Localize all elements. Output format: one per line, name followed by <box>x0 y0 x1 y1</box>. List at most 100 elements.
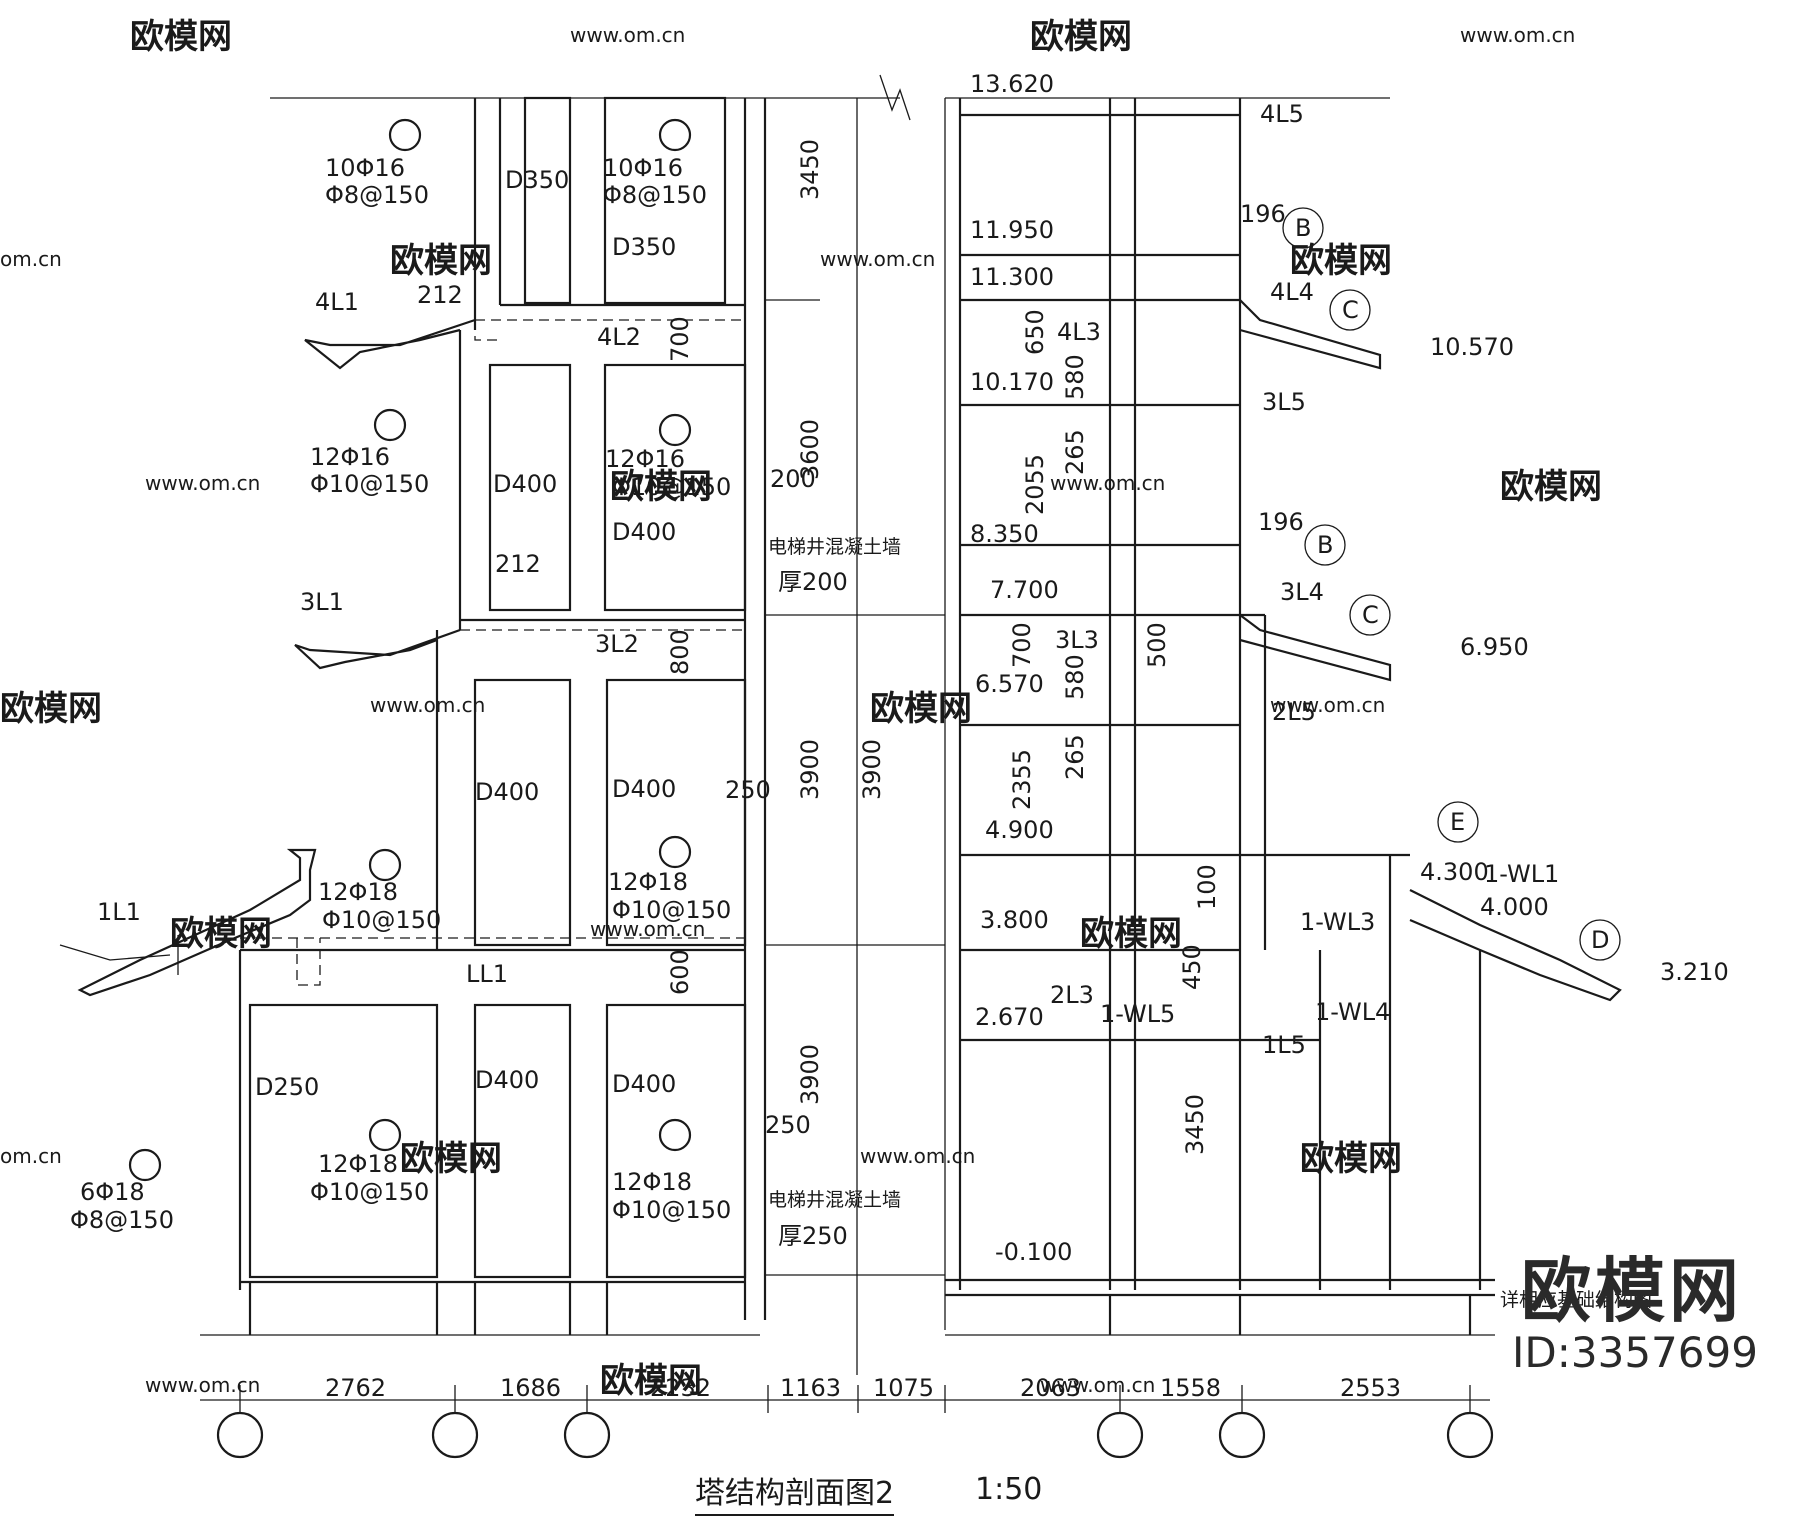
brand-logo: 欧模网 <box>1521 1250 1743 1333</box>
dim-text: 2762 <box>325 1374 386 1402</box>
beam-label: 4L2 <box>597 323 641 351</box>
rebar-main: 12Φ18 <box>318 878 398 906</box>
beam-label: 4L3 <box>1057 318 1101 346</box>
elevation: 8.350 <box>970 520 1039 548</box>
elevation: 6.950 <box>1460 633 1529 661</box>
rebar-main: 12Φ16 <box>605 445 685 473</box>
watermark-url: www.om.cn <box>570 23 685 47</box>
note: 电梯井混凝土墙 <box>768 536 901 558</box>
beam-label: 3L1 <box>300 588 344 616</box>
rebar-main: 12Φ18 <box>608 868 688 896</box>
watermark-url: www.om.cn <box>1460 23 1575 47</box>
dim-text: 500 <box>1143 622 1171 668</box>
watermark-url: www.om.cn <box>590 917 705 941</box>
size-label: D400 <box>475 778 539 806</box>
dim-text: 3600 <box>796 419 824 480</box>
beam-label: 4L4 <box>1270 278 1314 306</box>
beam-label: 3L2 <box>595 630 639 658</box>
size-label: 212 <box>495 550 541 578</box>
watermark: 欧模网 <box>130 17 232 57</box>
dim-text: 1075 <box>873 1374 934 1402</box>
elevation: 3.210 <box>1660 958 1729 986</box>
callout-label: B <box>1317 531 1333 559</box>
beam-labels: 4L1 4L2 3L1 3L2 1L1 LL1 4L5 4L4 4L3 3L5 … <box>97 100 1559 1059</box>
watermark: 欧模网 <box>610 467 712 507</box>
size-label: D400 <box>493 470 557 498</box>
watermark: 欧模网 <box>600 1361 702 1401</box>
dim-text: 2063 <box>1020 1374 1081 1402</box>
dim-text: 650 <box>1021 309 1049 355</box>
elevation: 10.570 <box>1430 333 1514 361</box>
beam-label: 4L5 <box>1260 100 1304 128</box>
rebar-stirrup: Φ10@150 <box>310 470 429 498</box>
rebar-main: 12Φ18 <box>318 1150 398 1178</box>
watermark-url: www.om.cn <box>820 247 935 271</box>
drawing-scale: 1:50 <box>975 1472 1043 1507</box>
dim-text: 580 <box>1061 354 1089 400</box>
elevation: 4.300 <box>1420 858 1489 886</box>
beam-label: 2L5 <box>1272 698 1316 726</box>
brand-block: 欧模网 ID:3357699 <box>1512 1250 1758 1381</box>
dim-text: 250 <box>765 1111 811 1139</box>
watermark: 欧模网 <box>1030 17 1132 57</box>
size-label: 212 <box>417 281 463 309</box>
beam-label: 1-WL4 <box>1315 998 1390 1026</box>
drawing-title: 塔结构剖面图2 <box>695 1468 895 1516</box>
dim-text: 450 <box>1178 944 1206 990</box>
watermark-url: www.om.cn <box>1270 693 1385 717</box>
elevation: 7.700 <box>990 576 1059 604</box>
rebar-stirrup: Φ8@150 <box>325 181 429 209</box>
callout-label: C <box>1362 601 1379 629</box>
callout-label: D <box>1591 926 1609 954</box>
watermark: 欧模网 <box>1080 914 1182 954</box>
elevation: 11.300 <box>970 263 1054 291</box>
elevation: 4.000 <box>1480 893 1549 921</box>
note: 详相应基础结构图 <box>1500 1289 1652 1311</box>
note: 厚250 <box>778 1222 848 1250</box>
size-label: 196 <box>1240 200 1286 228</box>
beam-label: 3L4 <box>1280 578 1324 606</box>
rebar-main: 10Φ16 <box>325 154 405 182</box>
elevation: 10.170 <box>970 368 1054 396</box>
dimension-line <box>200 1385 1494 1459</box>
size-label: D400 <box>612 518 676 546</box>
elevation: 6.570 <box>975 670 1044 698</box>
dim-text: 3450 <box>796 139 824 200</box>
watermark-layer: 欧模网 欧模网 欧模网 欧模网 欧模网 欧模网 欧模网 欧模网 欧模网 欧模网 … <box>0 17 1602 1401</box>
rebar-labels: 10Φ16 Φ8@150 10Φ16 Φ8@150 12Φ16 Φ10@150 … <box>70 154 731 1234</box>
brand-id: ID:3357699 <box>1512 1328 1758 1378</box>
elevation: 4.900 <box>985 816 1054 844</box>
beam-label: 1L5 <box>1262 1031 1306 1059</box>
watermark: 欧模网 <box>170 914 272 954</box>
rebar-stirrup: Φ8@150 <box>603 181 707 209</box>
dim-text: 2355 <box>1008 749 1036 810</box>
dim-text: 600 <box>666 949 694 995</box>
watermark: 欧模网 <box>1300 1139 1402 1179</box>
watermark: 欧模网 <box>870 689 972 729</box>
rebar-stirrup: Φ10@150 <box>612 896 731 924</box>
dim-text: 200 <box>770 465 816 493</box>
watermark: 欧模网 <box>0 689 102 729</box>
rebar-main: 12Φ16 <box>310 443 390 471</box>
beam-label: 1-WL1 <box>1484 860 1559 888</box>
beam-label: LL1 <box>466 960 508 988</box>
detail-callouts: B C B C D E <box>1282 207 1621 961</box>
callout-label: B <box>1295 214 1311 242</box>
rebar-main: 10Φ16 <box>603 154 683 182</box>
dim-text: 700 <box>666 316 694 362</box>
dim-text: 265 <box>1061 429 1089 475</box>
dim-text: 700 <box>1008 622 1036 668</box>
beam-label: 2L3 <box>1050 981 1094 1009</box>
dim-text: 3450 <box>1181 1094 1209 1155</box>
elevation: 13.620 <box>970 70 1054 98</box>
notes: 电梯井混凝土墙 厚200 电梯井混凝土墙 厚250 详相应基础结构图 <box>768 536 1652 1311</box>
dim-text: 3900 <box>858 739 886 800</box>
dim-text: 100 <box>1193 864 1221 910</box>
elevation: 2.670 <box>975 1003 1044 1031</box>
dim-text: 2055 <box>1021 454 1049 515</box>
watermark-url: om.cn <box>0 247 62 271</box>
note: 厚200 <box>778 568 848 596</box>
size-label: D400 <box>612 775 676 803</box>
watermark-url: www.om.cn <box>860 1144 975 1168</box>
